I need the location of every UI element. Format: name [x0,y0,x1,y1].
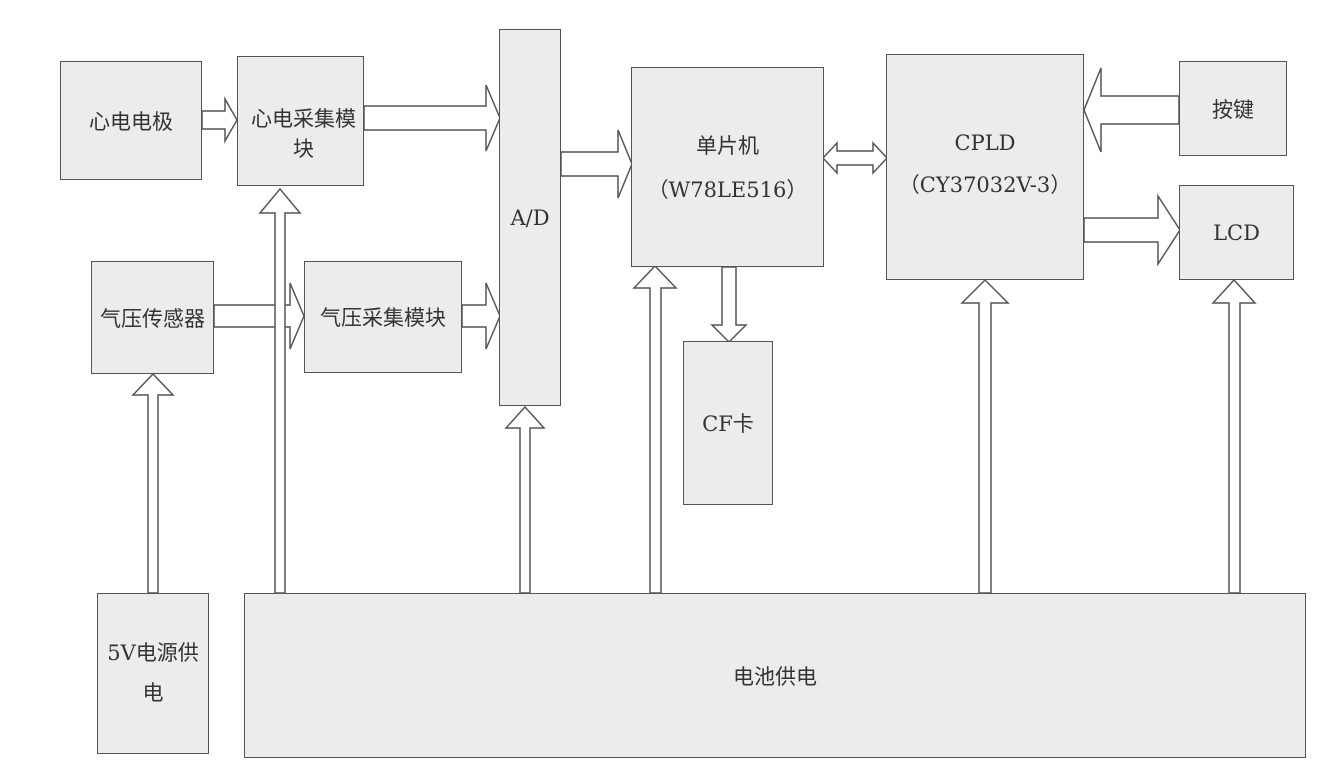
battery-power-block: 电池供电 [244,593,1306,758]
adc-label: A/D [510,206,550,230]
arrow-battery-to-lcd [1211,278,1257,594]
pressure-sensor-label: 气压传感器 [100,306,205,331]
arrow-battery-to-mcu [632,264,678,594]
power-5v-label-line1: 5V电源供 [107,640,199,665]
cf-card-block: CF卡 [683,341,773,505]
arrow-battery-to-adc [504,405,546,594]
pressure-sensor-block: 气压传感器 [91,261,214,374]
mcu-model-label: （W78LE516） [647,178,808,202]
lcd-label: LCD [1213,220,1260,245]
ecg-acquisition-module-block: 心电采集模块 [237,56,364,186]
arrow-battery-to-cpld [960,278,1010,594]
battery-power-label: 电池供电 [733,664,817,689]
mcu-name-label: 单片机 [696,134,759,158]
ecg-acquisition-module-label: 心电采集模块 [251,107,356,161]
cpld-name-label: CPLD [954,131,1016,155]
cf-card-label: CF卡 [702,412,754,436]
pressure-acquisition-module-block: 气压采集模块 [304,261,462,373]
arrow-pressure-module-to-adc [461,282,501,350]
arrow-adc-to-mcu [560,129,633,199]
adc-block: A/D [499,29,561,406]
arrow-pressure-sensor-to-module [213,282,305,350]
cpld-model-label: （CY37032V-3） [898,173,1072,197]
arrow-battery-to-ecg-module [258,187,302,594]
keys-label: 按键 [1212,97,1254,122]
arrow-keys-to-cpld [1083,67,1180,153]
arrow-5v-to-pressure-sensor [131,372,175,594]
arrow-mcu-cpld-bidirectional [821,141,889,175]
pressure-acquisition-module-label: 气压采集模块 [320,306,446,330]
arrow-electrode-to-ecg-module [201,96,238,144]
cpld-block: CPLD （CY37032V-3） [886,54,1084,280]
power-5v-block: 5V电源供 电 [97,593,209,754]
arrow-mcu-to-cf-card [710,266,748,344]
power-5v-label-line2: 电 [142,680,164,705]
arrow-ecg-module-to-adc [363,84,501,152]
keys-block: 按键 [1179,61,1287,156]
lcd-block: LCD [1179,185,1294,280]
ecg-electrode-label: 心电电极 [89,109,173,134]
arrow-cpld-to-lcd [1083,193,1181,267]
mcu-block: 单片机 （W78LE516） [631,67,824,267]
ecg-electrode-block: 心电电极 [60,61,202,180]
